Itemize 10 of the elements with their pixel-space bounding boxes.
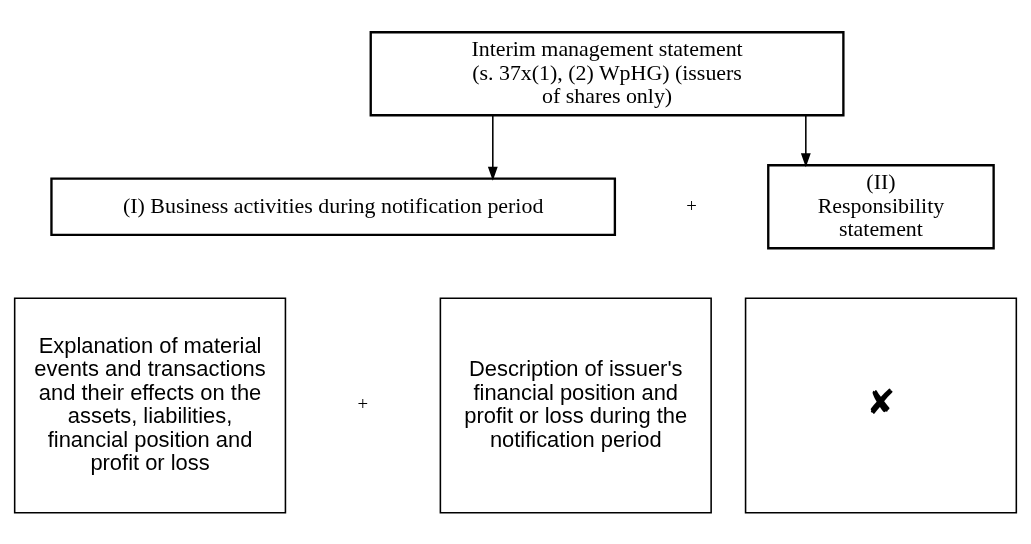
node-box: Description of issuer's financial position and profit or loss during the notification period: [439, 297, 712, 514]
label: +: [357, 392, 369, 414]
arrow: [800, 114, 811, 167]
arrow: [487, 114, 498, 181]
node-box: (I) Business activities during notification period: [50, 176, 617, 236]
node-box: (II) Responsibility statement: [767, 163, 995, 249]
node-box: Interim management statement (s. 37x(1), (2) WpHG) (issuers of shares only): [369, 30, 845, 116]
node-box: ✘: [744, 297, 1018, 514]
node-box: Explanation of material events and transactions and their effects on the assets, liabilities, financial position and profit or loss: [13, 297, 287, 514]
label: +: [686, 194, 697, 216]
